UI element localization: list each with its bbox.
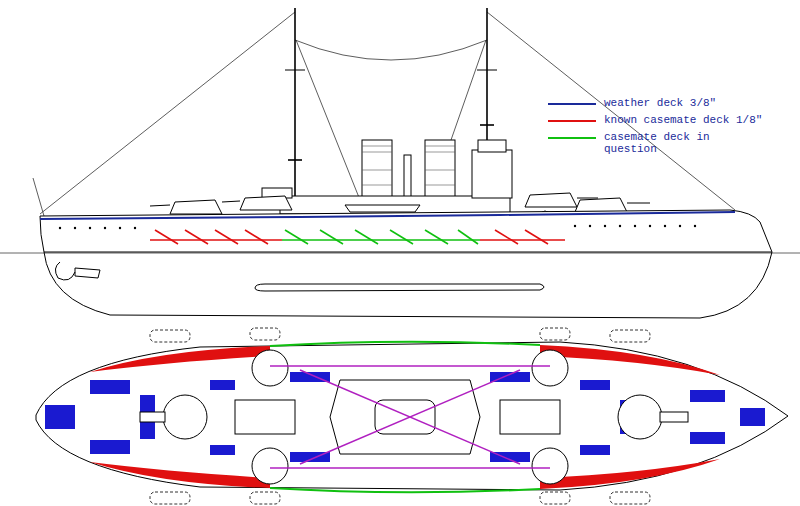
hull-side — [40, 210, 772, 252]
casemate-plan-known — [90, 345, 720, 489]
weather-deck — [40, 212, 735, 219]
hull-underwater — [44, 252, 772, 318]
bilge-keel — [255, 284, 544, 291]
top-view — [36, 328, 788, 504]
hull-plan — [36, 342, 788, 490]
side-view — [0, 8, 800, 318]
funnels — [362, 140, 455, 202]
turrets-plan — [140, 350, 688, 484]
legend-text: weather deck 3/8" — [604, 97, 716, 109]
weather-deck-plan — [45, 372, 765, 462]
propeller-rudder — [55, 262, 100, 280]
legend-text: known casemate deck 1/8" — [604, 114, 762, 126]
waterline — [0, 253, 800, 254]
masts — [285, 8, 497, 205]
legend-text: casemate deck in question — [604, 131, 726, 155]
casemate-deck-known — [150, 230, 565, 244]
legend-swatch — [546, 114, 598, 126]
casemate-deck-question — [282, 230, 480, 244]
portholes — [59, 225, 696, 229]
legend-swatch — [546, 131, 598, 143]
purple-lines — [270, 366, 550, 468]
legend-swatch — [546, 97, 598, 109]
